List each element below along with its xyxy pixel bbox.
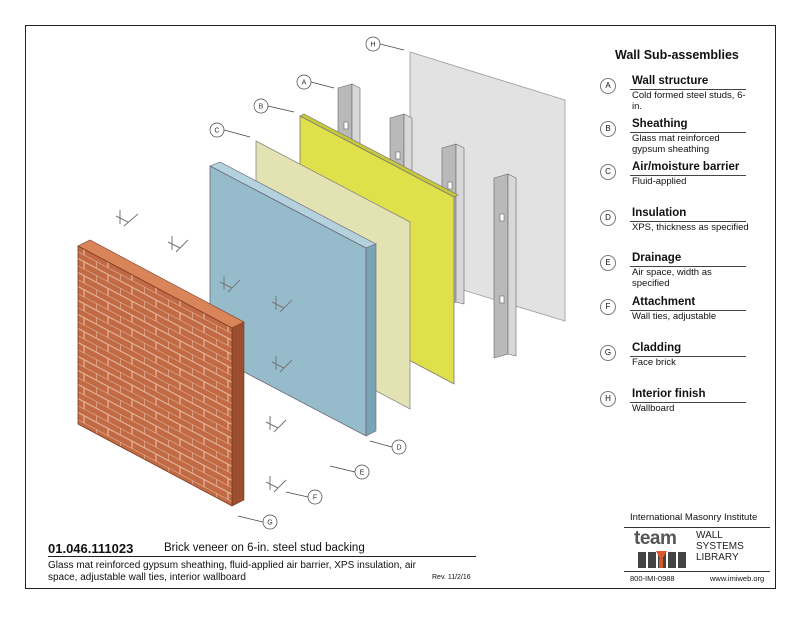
legend-item-desc: Fluid-applied: [632, 176, 687, 187]
insulation-panel: [209, 165, 367, 437]
legend-item-desc: Glass mat reinforced gypsum sheathing: [632, 133, 720, 155]
svg-text:G: G: [267, 520, 272, 527]
brick-veneer: [77, 245, 233, 507]
legend-item-title: Drainage: [632, 252, 682, 264]
legend-badge: F: [600, 299, 616, 315]
legend-item-title: Sheathing: [632, 118, 688, 130]
svg-text:E: E: [360, 470, 365, 477]
publisher-rule: [624, 527, 770, 528]
legend-badge: B: [600, 121, 616, 137]
callout-b: [253, 98, 269, 114]
svg-text:D: D: [396, 445, 401, 452]
legend-badge: C: [600, 164, 616, 180]
publisher-phone: 800-IMI-0988: [630, 574, 675, 583]
legend-badge: H: [600, 391, 616, 407]
exploded-wall-diagram: H A B C D E F G: [77, 36, 566, 530]
legend-badge: D: [600, 210, 616, 226]
team-logo-word: team: [634, 528, 677, 549]
title-block: 01.046.111023 Brick veneer on 6-in. stee…: [48, 541, 476, 557]
legend-rule: [630, 132, 746, 133]
drawing-title: Brick veneer on 6-in. steel stud backing: [164, 542, 365, 554]
wall-ties: [115, 210, 293, 493]
drawing-description: Glass mat reinforced gypsum sheathing, f…: [48, 560, 416, 583]
legend-item-desc: Wall ties, adjustable: [632, 311, 717, 322]
publisher-website: www.imiweb.org: [710, 574, 765, 583]
callout-letters: H A B C D E F G: [214, 42, 401, 527]
legend-rule: [630, 89, 746, 90]
brick-side: [231, 321, 245, 507]
legend-item-desc: Face brick: [632, 357, 676, 368]
legend-item-title: Cladding: [632, 342, 682, 354]
legend-rule: [630, 402, 746, 403]
legend-title: Wall Sub-assemblies: [615, 48, 739, 62]
legend-badge: A: [600, 78, 616, 94]
legend-rule: [630, 221, 746, 222]
legend-badge: G: [600, 345, 616, 361]
svg-text:H: H: [370, 42, 375, 49]
legend-item-title: Interior finish: [632, 388, 706, 400]
imi-logo-icon: [636, 550, 690, 570]
legend-item-desc: Wallboard: [632, 403, 675, 414]
callout-c: [209, 122, 225, 138]
callout-a: [296, 74, 312, 90]
legend-item-title: Wall structure: [632, 75, 709, 87]
legend-rule: [630, 356, 746, 357]
legend-item-title: Attachment: [632, 296, 696, 308]
legend-item-desc: XPS, thickness as specified: [632, 222, 749, 233]
legend-badge: E: [600, 255, 616, 271]
legend-item-title: Air/moisture barrier: [632, 161, 740, 173]
legend-rule: [630, 175, 746, 176]
callout-e: [354, 464, 370, 480]
callout-g: [262, 514, 278, 530]
callout-leaders: [209, 36, 407, 530]
drawing-code: 01.046.111023: [48, 541, 134, 556]
legend-item-desc: Cold formed steel studs, 6-in.: [632, 90, 746, 112]
svg-text:B: B: [259, 104, 264, 111]
wall-systems-library-text: WALL SYSTEMS LIBRARY: [696, 530, 744, 563]
insulation-side: [365, 243, 377, 437]
svg-text:F: F: [313, 495, 317, 502]
legend-item-title: Insulation: [632, 207, 687, 219]
publisher-rule-bottom: [624, 571, 770, 572]
publisher-name: International Masonry Institute: [630, 512, 758, 523]
legend-rule: [630, 266, 746, 267]
callout-h: [365, 36, 381, 52]
legend-rule: [630, 310, 746, 311]
revision-date: Rev. 11/2/16: [432, 574, 471, 581]
callout-d: [391, 439, 407, 455]
svg-text:C: C: [214, 128, 219, 135]
callout-f: [307, 489, 323, 505]
svg-text:A: A: [302, 80, 307, 87]
legend-item-desc: Air space, width as specified: [632, 267, 712, 289]
